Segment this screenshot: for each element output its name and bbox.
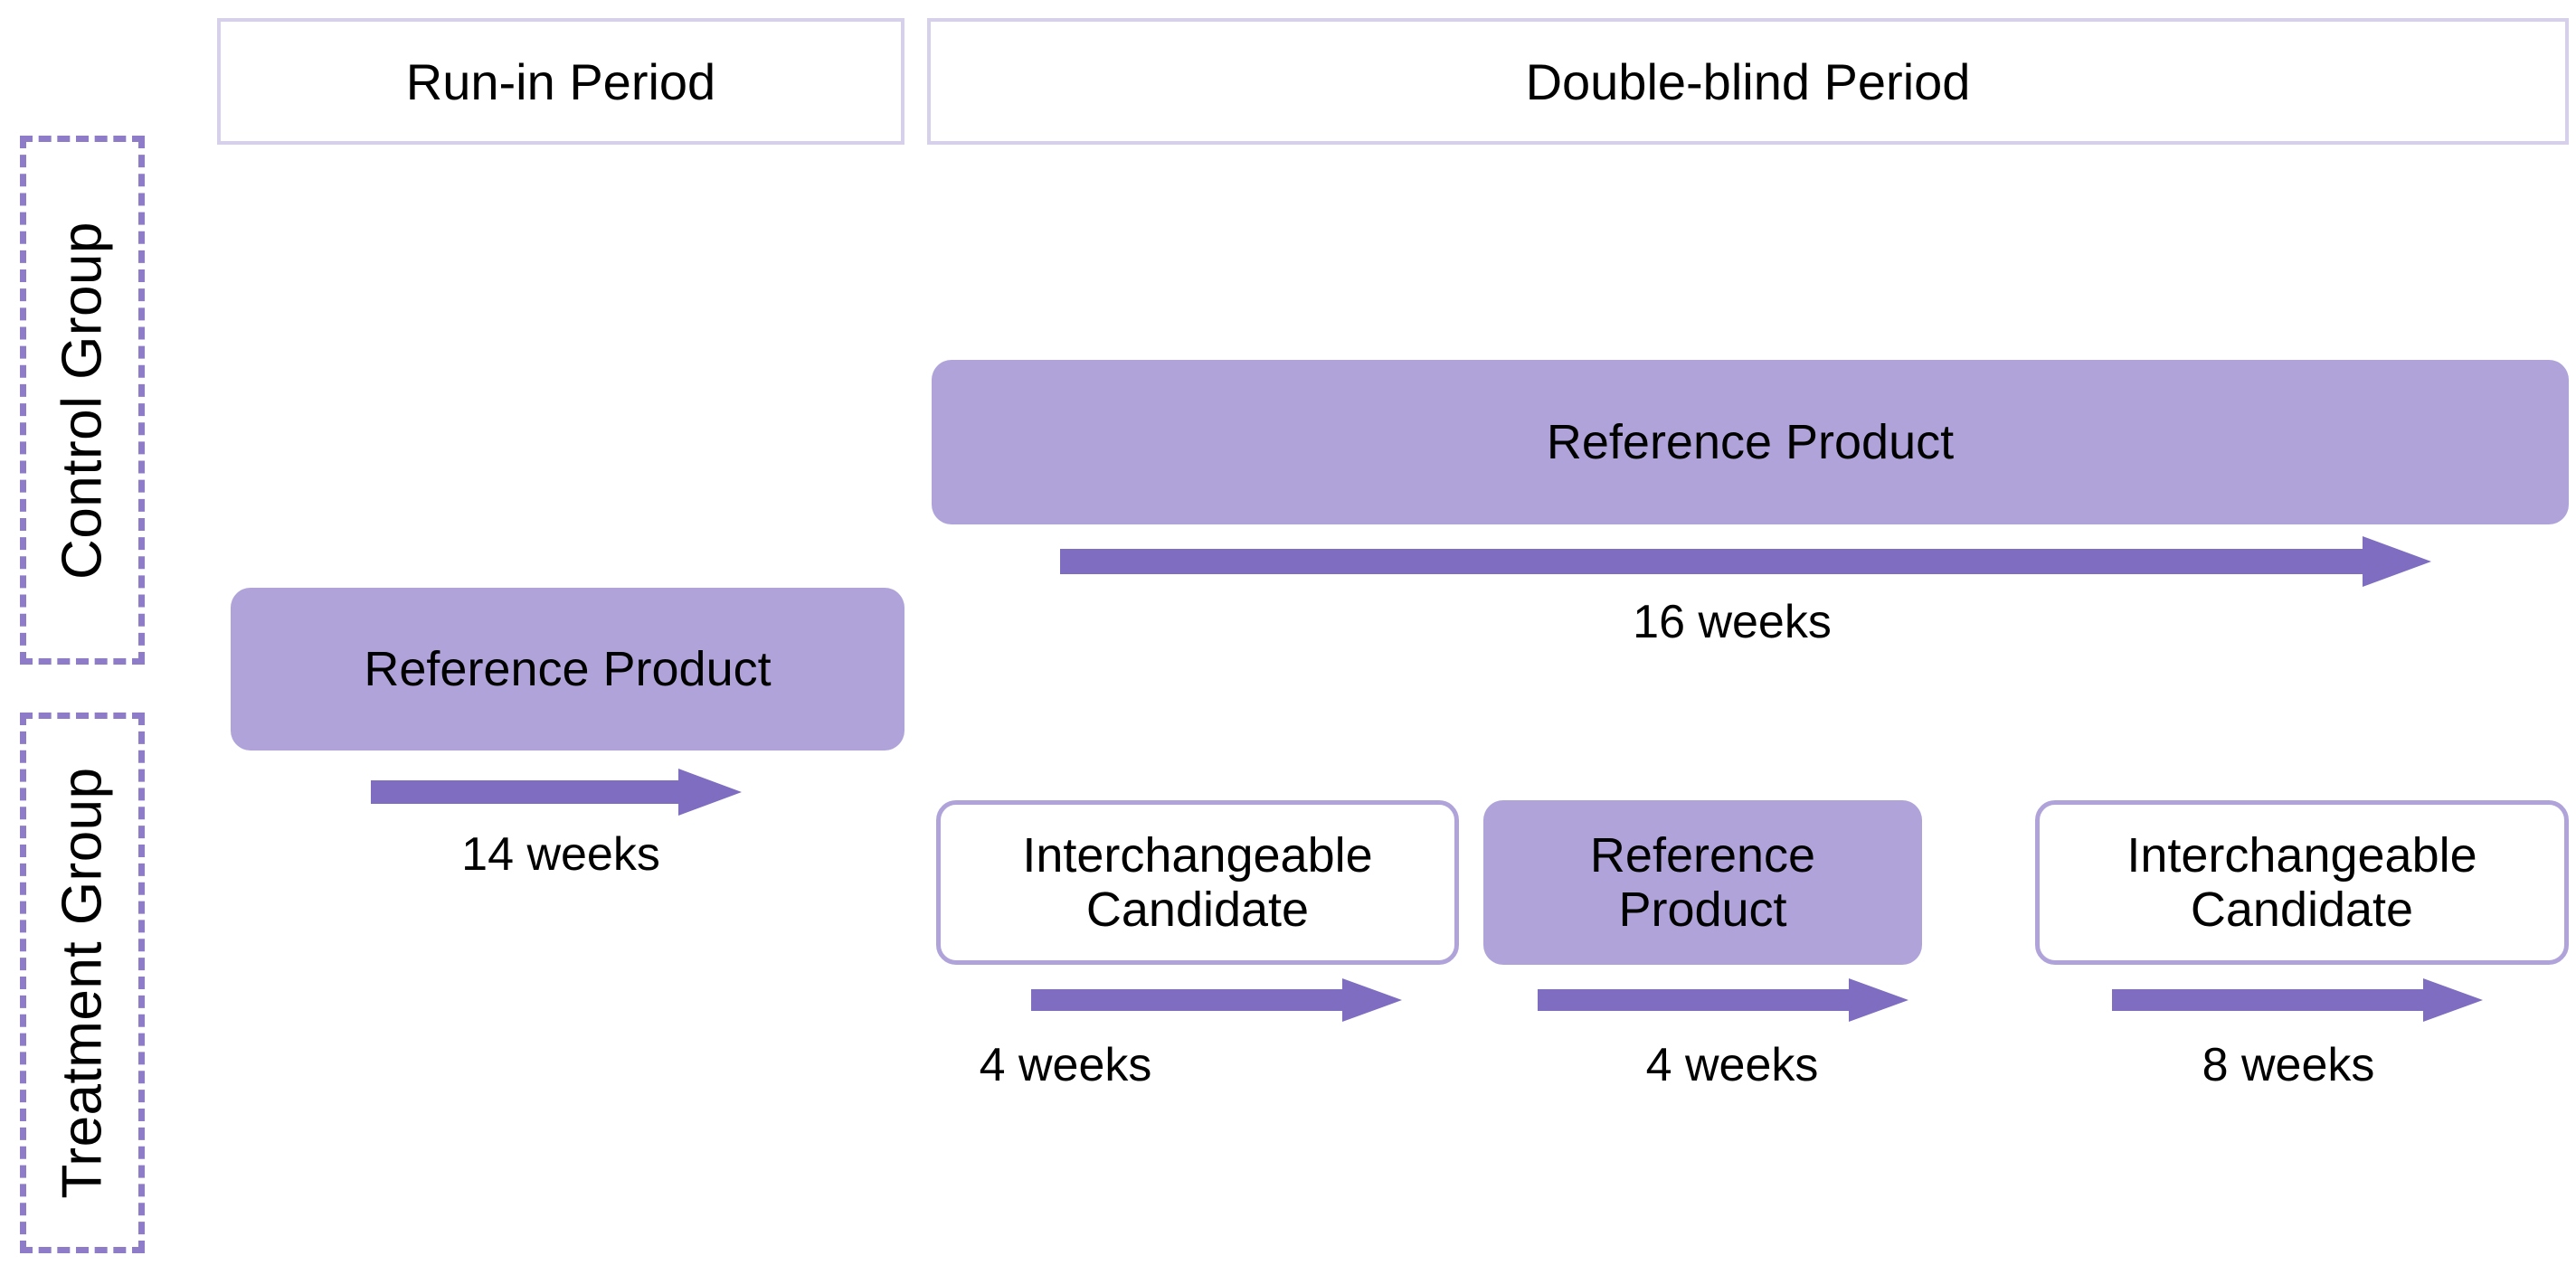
block-1-line-1: Interchangeable bbox=[1022, 827, 1373, 883]
treatment-double-blind-block-3[interactable]: Interchangeable Candidate bbox=[2035, 800, 2569, 965]
treatment-double-blind-block-3-label: Interchangeable Candidate bbox=[2117, 828, 2486, 938]
treatment-double-blind-arrow-1 bbox=[1031, 978, 1402, 1022]
period-header-run-in: Run-in Period bbox=[217, 18, 904, 145]
treatment-run-in-arrow bbox=[371, 769, 742, 816]
block-1-line-2: Candidate bbox=[1085, 883, 1310, 937]
treatment-double-blind-arrow-3 bbox=[2112, 978, 2483, 1022]
treatment-double-blind-block-2[interactable]: Reference Product bbox=[1483, 800, 1922, 965]
treatment-double-blind-duration-1: 4 weeks bbox=[979, 1039, 1152, 1091]
period-title-run-in: Run-in Period bbox=[405, 52, 716, 110]
group-box-treatment: Treatment Group bbox=[20, 713, 145, 1253]
block-3-line-2: Candidate bbox=[2190, 883, 2414, 937]
right-arrow-icon bbox=[1031, 978, 1402, 1022]
treatment-run-in-duration: 14 weeks bbox=[461, 828, 660, 881]
period-title-double-blind: Double-blind Period bbox=[1525, 52, 1971, 110]
block-2-line-2: Product bbox=[1618, 883, 1787, 937]
block-2-line-1: Reference bbox=[1589, 827, 1816, 883]
treatment-double-blind-duration-2: 4 weeks bbox=[1645, 1039, 1819, 1091]
control-double-blind-block[interactable]: Reference Product bbox=[932, 360, 2569, 524]
control-double-blind-arrow bbox=[1060, 536, 2431, 587]
control-double-blind-block-label: Reference Product bbox=[1546, 414, 1955, 469]
treatment-double-blind-block-1-label: Interchangeable Candidate bbox=[1013, 828, 1381, 938]
period-header-double-blind: Double-blind Period bbox=[927, 18, 2569, 145]
block-3-line-1: Interchangeable bbox=[2126, 827, 2477, 883]
right-arrow-icon bbox=[2112, 978, 2483, 1022]
treatment-run-in-block[interactable]: Reference Product bbox=[231, 588, 904, 751]
control-double-blind-duration: 16 weeks bbox=[1633, 596, 1832, 648]
treatment-double-blind-block-2-label: Reference Product bbox=[1581, 828, 1824, 938]
group-label-treatment: Treatment Group bbox=[51, 767, 114, 1199]
treatment-run-in-block-label: Reference Product bbox=[364, 641, 772, 696]
treatment-double-blind-duration-3: 8 weeks bbox=[2202, 1039, 2375, 1091]
right-arrow-icon bbox=[371, 769, 742, 816]
right-arrow-icon bbox=[1538, 978, 1908, 1022]
treatment-double-blind-block-1[interactable]: Interchangeable Candidate bbox=[936, 800, 1459, 965]
group-label-control: Control Group bbox=[51, 221, 114, 580]
right-arrow-icon bbox=[1060, 536, 2431, 587]
group-box-control: Control Group bbox=[20, 136, 145, 665]
treatment-double-blind-arrow-2 bbox=[1538, 978, 1908, 1022]
